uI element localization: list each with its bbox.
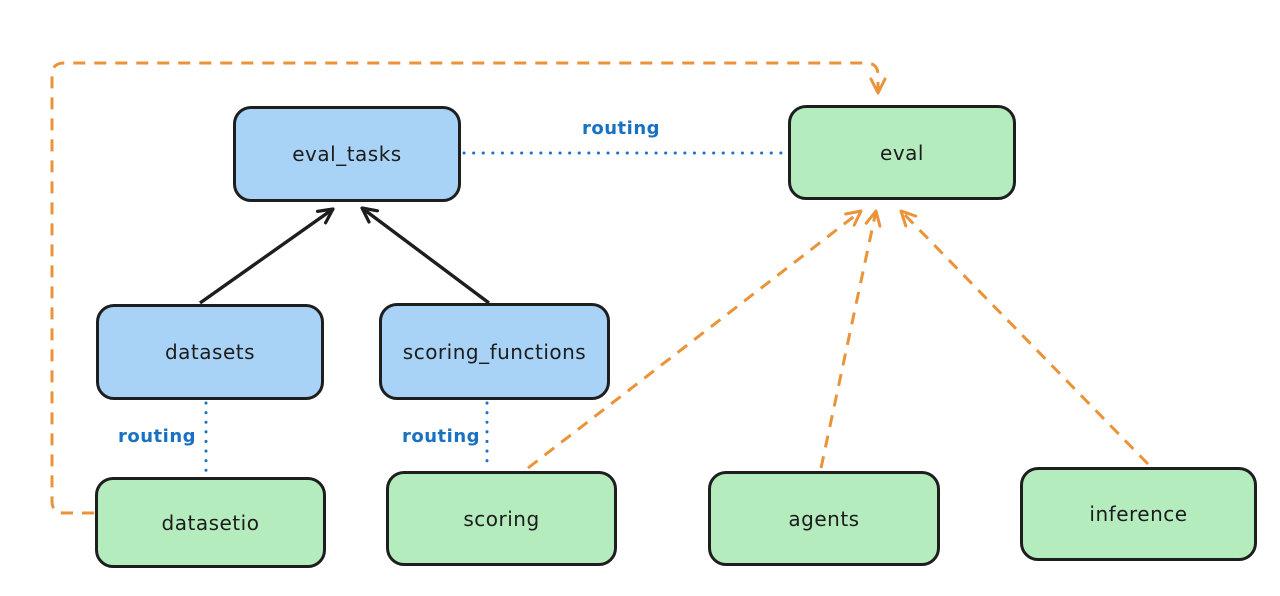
edge-agents-to-eval	[819, 209, 882, 469]
node-eval-tasks-label: eval_tasks	[292, 142, 402, 166]
node-inference-label: inference	[1089, 502, 1188, 526]
node-agents-label: agents	[788, 506, 860, 531]
node-datasetio: datasetio	[95, 477, 326, 568]
edge-datasetio-to-eval	[50, 61, 887, 515]
node-scoring-functions-label: scoring_functions	[402, 339, 587, 364]
node-scoring-label: scoring	[463, 506, 540, 531]
node-eval-tasks: eval_tasks	[233, 106, 461, 202]
node-datasetio-label: datasetio	[161, 510, 260, 535]
edge-scoring-functions-to-eval-tasks	[360, 206, 491, 305]
edge-scoring-to-eval	[527, 209, 863, 470]
node-inference: inference	[1020, 467, 1257, 561]
edge-inference-to-eval	[899, 209, 1150, 466]
edge-datasets-to-eval-tasks	[199, 207, 335, 305]
edge-label-routing-eval-tasks-eval: routing	[582, 118, 661, 139]
node-eval: eval	[788, 105, 1016, 200]
node-scoring: scoring	[386, 471, 617, 566]
node-scoring-functions: scoring_functions	[379, 303, 610, 400]
node-eval-label: eval	[880, 140, 924, 165]
edge-label-routing-scoring-functions-scoring: routing	[402, 426, 481, 447]
node-datasets-label: datasets	[164, 340, 256, 364]
node-datasets: datasets	[96, 304, 324, 400]
edge-label-routing-datasets-datasetio: routing	[118, 426, 197, 447]
node-agents: agents	[708, 471, 940, 566]
